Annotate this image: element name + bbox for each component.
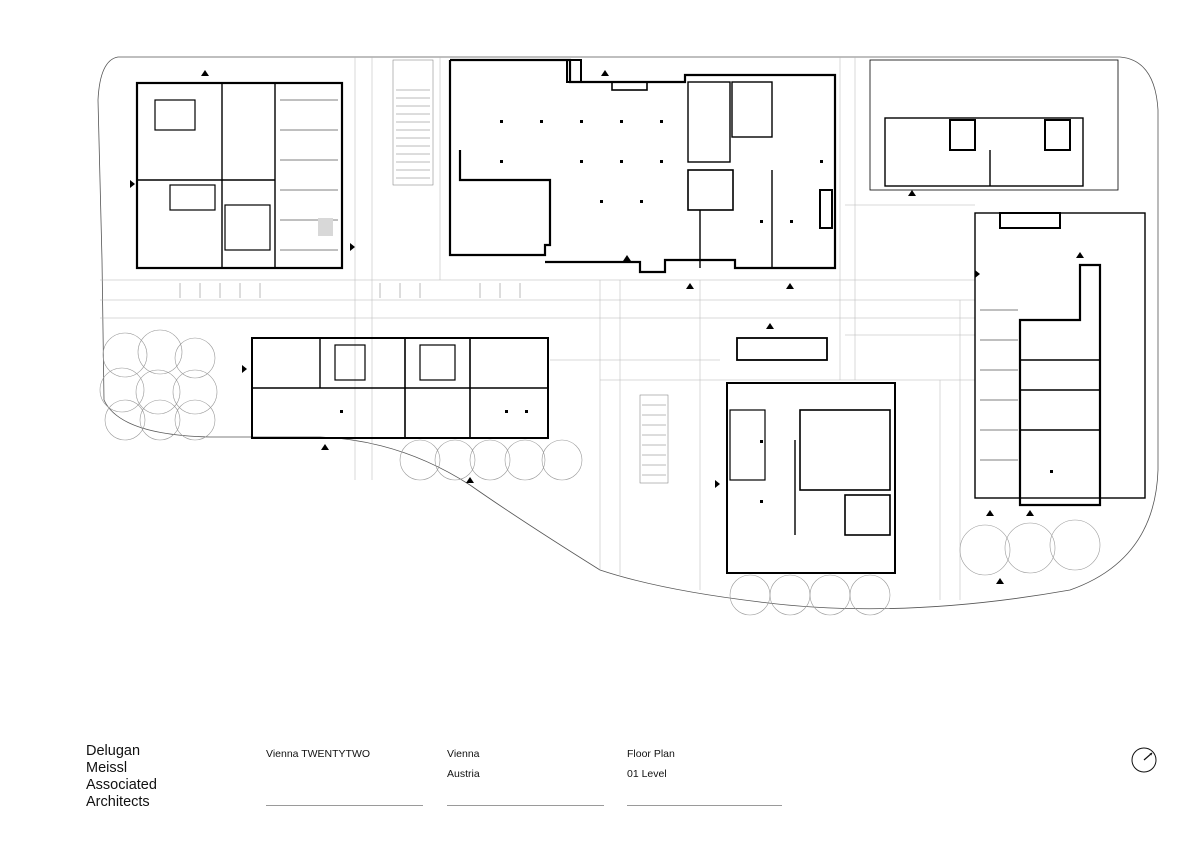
site-lines: [100, 57, 975, 600]
project-block: Vienna TWENTYTWO: [266, 744, 370, 764]
location-city: Vienna: [447, 748, 480, 760]
trees: [99, 329, 1101, 616]
north-arrow-icon: [1131, 747, 1157, 773]
location-country: Austria: [447, 768, 480, 780]
divider-project: [266, 805, 423, 806]
site-outline: [97, 56, 1159, 610]
drawing-type: Floor Plan: [627, 748, 675, 760]
location-block: Vienna Austria: [447, 744, 480, 784]
drawing-info-block: Floor Plan 01 Level: [627, 744, 675, 784]
firm-logo: Delugan Meissl Associated Architects: [86, 743, 157, 811]
drawing-level: 01 Level: [627, 768, 667, 780]
building-walls: [135, 58, 1146, 574]
firm-name-line-2: Meissl: [86, 760, 128, 776]
shaded-room: [318, 218, 333, 236]
firm-name-line-4: Architects: [86, 794, 150, 810]
project-name: Vienna TWENTYTWO: [266, 748, 371, 760]
firm-name-line-1: Delugan: [86, 743, 141, 759]
stair-hatching: [179, 59, 669, 484]
firm-name-line-3: Associated: [86, 777, 157, 793]
column-points: [340, 120, 1053, 503]
divider-drawing: [627, 805, 782, 806]
entrance-markers: [130, 70, 1084, 584]
divider-location: [447, 805, 604, 806]
floor-plan-drawing: [97, 56, 1159, 616]
